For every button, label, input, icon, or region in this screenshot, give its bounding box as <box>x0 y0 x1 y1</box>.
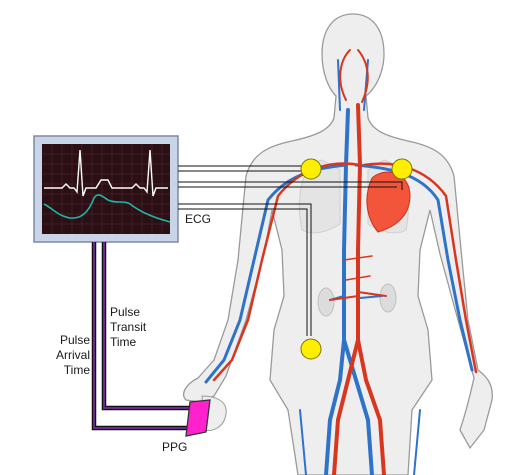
ppg-label: PPG <box>162 440 187 454</box>
pat-label-line-2: Arrival <box>56 348 90 362</box>
ecg-waveform <box>44 149 168 197</box>
kidney-right <box>379 283 397 313</box>
electrode-icon-left-chest <box>391 158 413 180</box>
electrode-icon-abdomen <box>300 338 322 360</box>
arteries <box>212 49 478 475</box>
ptt-label-line-3: Time <box>110 335 137 349</box>
monitor-grid <box>42 144 170 234</box>
electrode-icon-right-chest <box>300 158 322 180</box>
ppg-sensor-icon <box>185 395 227 437</box>
kidney-left <box>317 287 335 317</box>
ecg-label: ECG <box>185 212 211 226</box>
electrodes <box>300 158 413 360</box>
pat-label-line-1: Pulse <box>60 333 90 347</box>
sensor-clip <box>185 399 211 437</box>
ecg-leads <box>178 165 403 336</box>
ppg-waveform <box>43 194 171 223</box>
monitor-icon <box>33 135 179 243</box>
ppg-wires <box>91 242 194 431</box>
body-outline <box>183 13 493 475</box>
ppg-wire-core <box>93 242 194 429</box>
ptt-label-line-1: Pulse <box>110 305 140 319</box>
veins <box>204 59 474 475</box>
ptt-label-line-2: Transit <box>110 320 147 334</box>
pat-label-line-3: Time <box>64 363 91 377</box>
